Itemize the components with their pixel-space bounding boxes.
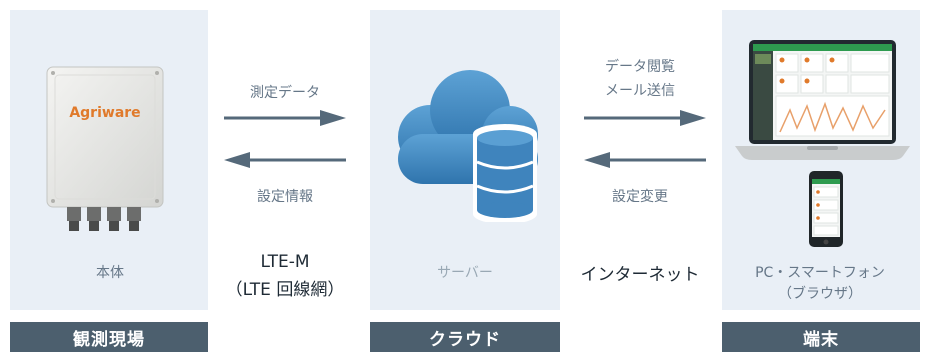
cloud-footer: クラウド	[370, 322, 560, 352]
upload-arrow-icon	[224, 110, 346, 126]
lte-network-label: （LTE 回線網）	[225, 280, 345, 300]
upload-label: 測定データ	[250, 85, 320, 101]
device-box-image	[46, 66, 164, 231]
field-footer: 観測現場	[10, 322, 208, 352]
config-arrow-icon	[584, 152, 706, 168]
data-view-label: データ閲覧	[605, 59, 675, 75]
lte-m-label: LTE-M	[260, 252, 310, 272]
settings-change-label: 設定変更	[612, 189, 668, 205]
cloud-database-icon	[398, 70, 538, 222]
terminal-footer: 端末	[722, 322, 920, 352]
mail-send-label: メール送信	[605, 83, 675, 99]
smartphone-icon	[809, 171, 843, 247]
device-brand-logo: Agriware	[69, 105, 141, 121]
settings-info-label: 設定情報	[257, 189, 313, 205]
data-arrow-icon	[584, 110, 706, 126]
settings-arrow-icon	[224, 152, 346, 168]
browser-label: （ブラウザ）	[778, 286, 862, 302]
server-label: サーバー	[437, 265, 493, 281]
laptop-icon	[735, 40, 910, 160]
device-label: 本体	[96, 265, 124, 281]
terminal-label: PC・スマートフォン	[755, 265, 885, 281]
internet-label: インターネット	[580, 265, 700, 285]
